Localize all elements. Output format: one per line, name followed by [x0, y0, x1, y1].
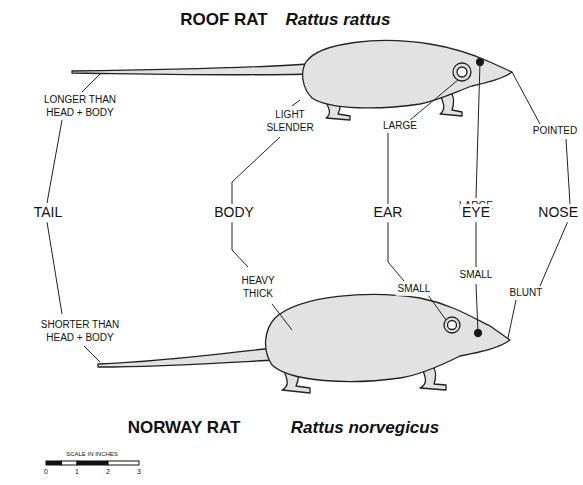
title: Rattus norvegicus [289, 417, 441, 438]
title: NORWAY RAT [126, 417, 243, 438]
rat-body [266, 294, 510, 381]
feature-heading: BODY [212, 204, 256, 222]
rat-ear [453, 63, 471, 81]
scale-number: 3 [135, 468, 143, 477]
scale-number: 2 [104, 468, 112, 477]
trait-label: POINTED [531, 125, 579, 138]
scale-bar [46, 461, 139, 465]
trait-label: LARGE [381, 120, 419, 133]
rat-body [303, 41, 512, 108]
title: Rattus rattus [284, 9, 393, 30]
feature-heading: EYE [460, 204, 492, 222]
scale-number: 1 [73, 468, 81, 477]
feature-heading: EAR [372, 204, 405, 222]
trait-label: SMALL [396, 283, 433, 296]
trait-label: HEAVY THICK [231, 275, 285, 300]
rat-tail [98, 348, 274, 367]
trait-label: LIGHT SLENDER [258, 109, 322, 134]
feature-heading: NOSE [536, 204, 580, 222]
rat-ear-inner [448, 321, 457, 330]
trait-label: BLUNT [508, 287, 545, 300]
title: ROOF RAT [178, 9, 270, 30]
rat-ear-inner [457, 67, 467, 77]
scale-number: 0 [42, 468, 50, 477]
feature-heading: TAIL [32, 204, 65, 222]
rat-tail [72, 64, 308, 75]
leader-lines [47, 62, 570, 362]
trait-label: LONGER THAN HEAD + BODY [39, 94, 121, 119]
trait-label: SMALL [458, 269, 495, 282]
scale-label: SCALE IN INCHES [64, 451, 120, 459]
trait-label: SHORTER THAN HEAD + BODY [36, 319, 124, 344]
rat-ear [444, 317, 460, 333]
